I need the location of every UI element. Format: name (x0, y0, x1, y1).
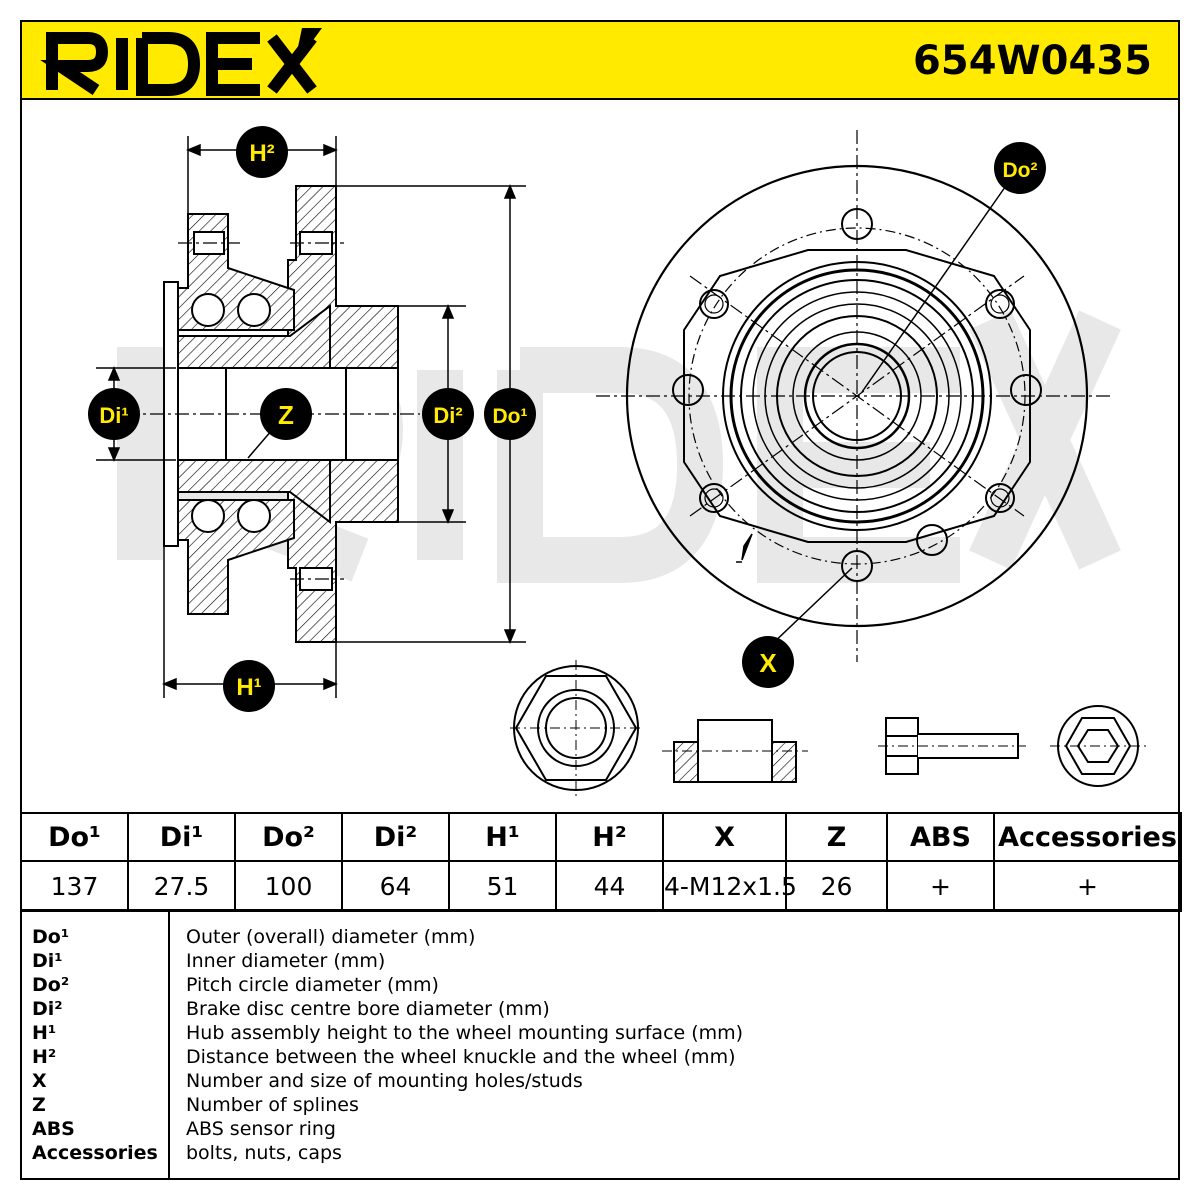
bolt-hole (916, 524, 948, 556)
label-do1: Do¹ (484, 388, 536, 440)
specs-header-cell: Do¹ (20, 812, 129, 862)
label-h1-text: H¹ (236, 674, 261, 701)
specs-header-cell: H² (555, 812, 664, 862)
legend-description: Pitch circle diameter (mm) (186, 974, 439, 996)
legend-description: Number of splines (186, 1094, 359, 1116)
legend-key: H² (32, 1046, 57, 1068)
accessory-cap (662, 719, 808, 783)
bearing-ball (237, 499, 271, 533)
bearing-ball (237, 293, 271, 327)
specs-header-cell: ABS (886, 812, 995, 862)
specs-value-cell: 44 (555, 860, 664, 912)
specs-value-cell: + (886, 860, 995, 912)
bolt-hole (699, 289, 729, 319)
specs-value-row: 137 27.5 100 64 51 44 4-M12x1.5 26 + + (20, 860, 1182, 912)
label-do2: Do² (994, 142, 1046, 194)
legend-key: X (32, 1070, 47, 1092)
ridex-logo (40, 28, 322, 96)
legend-description: bolts, nuts, caps (186, 1142, 342, 1164)
legend-description: Inner diameter (mm) (186, 950, 386, 972)
bolt-hole (699, 483, 729, 513)
legend-key: Accessories (32, 1142, 158, 1164)
legend-key: Di¹ (32, 950, 63, 972)
legend-key: Do² (32, 974, 70, 996)
legend-description: ABS sensor ring (186, 1118, 336, 1140)
header-bar: 654W0435 (20, 20, 1180, 100)
label-di1-text: Di¹ (99, 403, 128, 428)
accessory-washer-nut (1050, 705, 1146, 787)
specs-value-cell: 4-M12x1.5 (662, 860, 797, 912)
legend-divider (168, 911, 170, 1178)
specs-header-cell: Accessories (993, 812, 1182, 862)
specs-value-cell: 27.5 (127, 860, 236, 912)
legend-key: Z (32, 1094, 46, 1116)
legend-key: Di² (32, 998, 63, 1020)
label-do1-text: Do¹ (493, 405, 528, 428)
label-di2-text: Di² (433, 403, 462, 428)
bearing-ball (191, 499, 225, 533)
legend-key: H¹ (32, 1022, 57, 1044)
bolt-hole (985, 483, 1015, 513)
specs-value-cell: + (993, 860, 1182, 912)
label-h2: H² (236, 126, 288, 178)
bolt-hole (1010, 374, 1042, 406)
specs-value-cell: 100 (234, 860, 343, 912)
label-do2-text: Do² (1003, 159, 1038, 182)
label-di1: Di¹ (88, 388, 140, 440)
specs-value-cell: 64 (341, 860, 450, 912)
specs-value-cell: 26 (785, 860, 888, 912)
accessory-nut (510, 660, 642, 796)
specs-value-cell: 137 (20, 860, 129, 912)
part-number: 654W0435 (913, 38, 1152, 84)
specs-value-cell: 51 (448, 860, 557, 912)
legend: Do¹ Outer (overall) diameter (mm) Di¹ In… (20, 909, 1180, 1180)
legend-description: Distance between the wheel knuckle and t… (186, 1046, 736, 1068)
specs-header-cell: X (662, 812, 787, 862)
label-x: X (742, 636, 794, 688)
legend-description: Outer (overall) diameter (mm) (186, 926, 476, 948)
legend-key: ABS (32, 1118, 75, 1140)
specs-header-row: Do¹ Di¹ Do² Di² H¹ H² X Z ABS Accessorie… (20, 812, 1182, 862)
specs-header-cell: Z (785, 812, 888, 862)
bolt-hole (985, 289, 1015, 319)
specs-header-cell: Do² (234, 812, 343, 862)
specs-header-cell: H¹ (448, 812, 557, 862)
legend-key: Do¹ (32, 926, 70, 948)
legend-description: Hub assembly height to the wheel mountin… (186, 1022, 744, 1044)
label-x-text: X (759, 648, 777, 678)
label-z-text: Z (278, 400, 294, 430)
legend-description: Number and size of mounting holes/studs (186, 1070, 583, 1092)
label-di2: Di² (422, 388, 474, 440)
technical-drawing: H² H¹ Di¹ Z Di² Do¹ Do² X (88, 126, 1146, 796)
bearing-ball (191, 293, 225, 327)
label-z: Z (260, 388, 312, 440)
specs-header-cell: Di¹ (127, 812, 236, 862)
specs-table: Do¹ Di¹ Do² Di² H¹ H² X Z ABS Accessorie… (20, 812, 1182, 912)
bolt-hole (672, 374, 704, 406)
specs-header-cell: Di² (341, 812, 450, 862)
label-h1: H¹ (223, 660, 275, 712)
legend-description: Brake disc centre bore diameter (mm) (186, 998, 550, 1020)
accessory-bolt (878, 717, 1026, 775)
label-h2-text: H² (249, 140, 274, 167)
